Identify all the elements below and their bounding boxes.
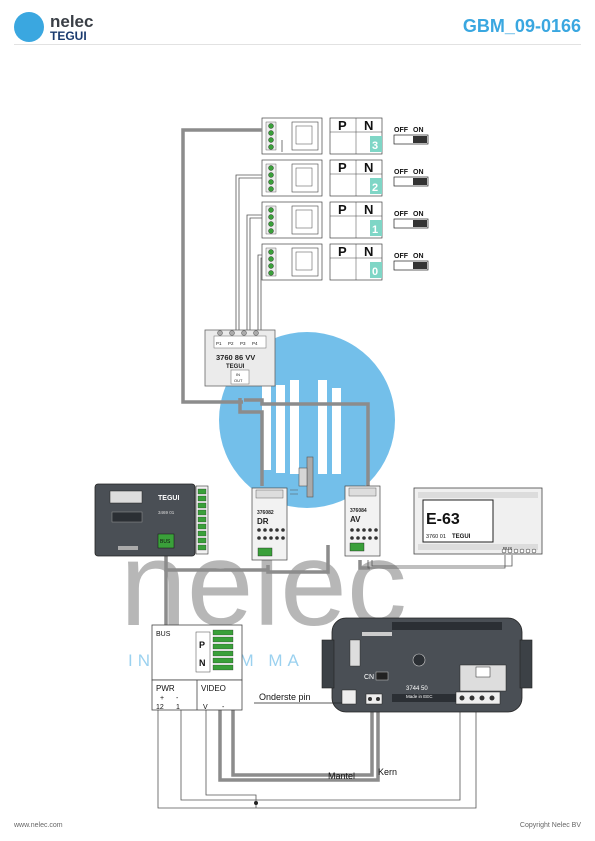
module-dr-name: DR xyxy=(257,517,269,526)
cable-top-loop xyxy=(181,128,262,404)
panel-3744-50: CN 3744 50 Made in EEC xyxy=(321,617,533,713)
distributor-ports: P1 P2 P3 P4 xyxy=(216,330,259,346)
monitor-unit-0: P N 0 OFF ON xyxy=(261,243,429,281)
distributor-port-label: P4 xyxy=(252,341,258,346)
panel-model: 3744 50 xyxy=(406,686,428,692)
bus-module-pin-label: + xyxy=(160,695,164,702)
distributor-out-label: OUT xyxy=(234,378,243,383)
power-supply-brand: TEGUI xyxy=(452,534,471,540)
off-label: OFF xyxy=(394,253,409,260)
header-divider xyxy=(14,44,581,45)
footer-copyright: Copyright Nelec BV xyxy=(519,822,581,829)
power-supply-bus-label: BUS xyxy=(503,546,512,551)
on-label: ON xyxy=(413,253,424,260)
distributor-port-label: P1 xyxy=(216,341,222,346)
switch-header-n: N xyxy=(364,202,373,217)
bus-module-pin-label: - xyxy=(222,704,225,711)
power-supply-model: 3760 01 xyxy=(426,534,446,540)
switch-header-p: P xyxy=(338,202,347,217)
cable-distributor-to-dr xyxy=(238,398,264,486)
monitor-number: 0 xyxy=(372,266,378,278)
door-release-icon xyxy=(298,456,314,498)
monitor-unit-2: P N 2 OFF ON xyxy=(261,159,429,197)
module-av-code: 376084 xyxy=(350,508,367,514)
controller-brand: TEGUI xyxy=(158,495,179,502)
bus-module-video-label: VIDEO xyxy=(201,684,226,693)
switch-header-p: P xyxy=(338,244,347,259)
bus-module-bus-label: BUS xyxy=(156,631,171,638)
distributor-port-label: P2 xyxy=(228,341,234,346)
off-label: OFF xyxy=(394,127,409,134)
controller-bus-label: BUS xyxy=(160,539,171,545)
cable-kern xyxy=(231,700,374,777)
panel-made-in: Made in EEC xyxy=(406,694,433,699)
monitor-number: 2 xyxy=(372,182,378,194)
cable-distributor-to-av xyxy=(244,398,370,486)
bus-module-pin-label: V xyxy=(203,704,208,711)
bus-module-pin-label: 12 xyxy=(156,704,164,711)
brand-subname: TEGUI xyxy=(50,29,87,43)
label-onderste-pin: Onderste pin xyxy=(259,692,311,702)
bus-module-pin-label: 1 xyxy=(176,704,180,711)
monitor-number: 1 xyxy=(372,224,378,236)
bus-module-switch-n: N xyxy=(199,658,206,668)
module-dr-dots xyxy=(257,528,285,540)
monitor-unit-1: P N 1 OFF ON xyxy=(261,201,429,239)
off-label: OFF xyxy=(394,211,409,218)
bus-module-pin-label: - xyxy=(176,695,179,702)
cable-mantel xyxy=(218,700,380,782)
module-av-dots xyxy=(350,528,378,540)
on-label: ON xyxy=(413,169,424,176)
bus-module: BUS PWR VIDEO + - 12 1 V - P N xyxy=(151,624,243,711)
switch-header-p: P xyxy=(338,118,347,133)
monitor-unit-3: P N 3 OFF ON xyxy=(261,117,429,155)
power-supply-terminals xyxy=(501,548,537,554)
cables-thin xyxy=(157,140,513,809)
on-label: ON xyxy=(413,127,424,134)
monitor-number: 3 xyxy=(372,140,378,152)
bus-module-pin-labels: + - 12 1 V - xyxy=(156,695,225,711)
label-kern: Kern xyxy=(378,767,397,777)
off-label: OFF xyxy=(394,169,409,176)
watermark-bars-icon xyxy=(262,378,341,474)
switch-header-n: N xyxy=(364,160,373,175)
bus-module-pwr-label: PWR xyxy=(156,684,175,693)
document-code: GBM_09-0166 xyxy=(462,16,581,36)
distributor-model: 3760 86 VV xyxy=(216,353,255,362)
footer-website: www.nelec.com xyxy=(14,822,63,829)
power-supply-display: E-63 xyxy=(426,511,460,528)
switch-header-n: N xyxy=(364,244,373,259)
bus-module-terminals xyxy=(212,629,234,671)
panel-cn-label: CN xyxy=(364,674,374,681)
cables-thick xyxy=(164,128,380,782)
bus-module-switch-p: P xyxy=(199,640,205,650)
module-376082-dr: 376082 DR xyxy=(251,487,288,561)
controller-terminals xyxy=(197,488,207,551)
distributor-in-label: IN xyxy=(236,372,240,377)
label-mantel: Mantel xyxy=(328,771,355,781)
distributor-port-label: P3 xyxy=(240,341,246,346)
controller-3469-01: TEGUI 3469 01 BUS xyxy=(94,483,209,557)
nelec-tegui-logo: nelec TEGUI xyxy=(14,12,124,46)
switch-header-n: N xyxy=(364,118,373,133)
distributor-3760-86: P1 P2 P3 P4 3760 86 VV TEGUI IN OUT xyxy=(204,329,276,387)
module-av-name: AV xyxy=(350,515,361,524)
module-dr-code: 376082 xyxy=(257,510,274,516)
nelec-logo-icon xyxy=(14,12,44,42)
power-supply-3760-01: E-63 3760 01 TEGUI BUS xyxy=(413,487,543,555)
on-label: ON xyxy=(413,211,424,218)
cable-av-out xyxy=(358,560,370,570)
distributor-brand: TEGUI xyxy=(226,364,245,370)
module-376084-av: 376084 AV xyxy=(344,485,381,557)
controller-model: 3469 01 xyxy=(158,510,175,515)
brand-name: nelec xyxy=(50,12,94,31)
switch-header-p: P xyxy=(338,160,347,175)
